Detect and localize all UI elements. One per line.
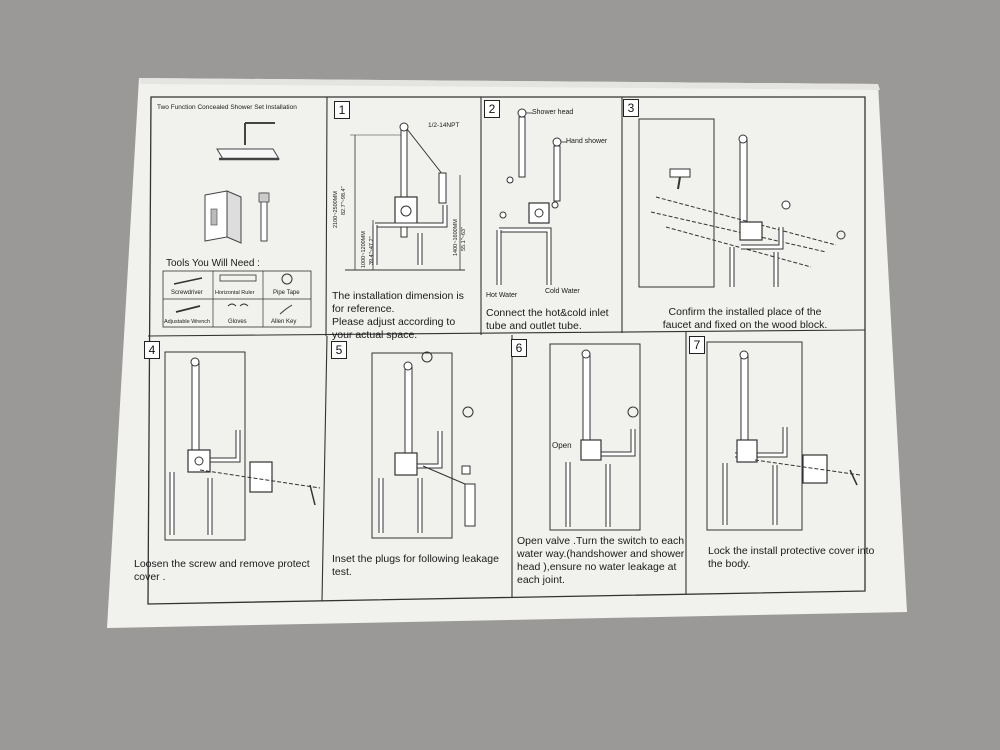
step1-dim-b-mm: 1000~1200MM bbox=[361, 231, 367, 268]
step3-fixing-diagram bbox=[638, 118, 846, 288]
step2-caption: Connect the hot&cold inlet tube and outl… bbox=[486, 307, 609, 332]
step1-dim-a-mm: 2100~2500MM bbox=[333, 191, 339, 228]
step2-connection-diagram bbox=[496, 108, 567, 285]
tool-gloves: Gloves bbox=[228, 319, 247, 325]
tool-pipe-tape: Pipe Tape bbox=[273, 290, 300, 296]
step7-caption: Lock the install protective cover into t… bbox=[708, 545, 875, 570]
step4-caption: Loosen the screw and remove protect cove… bbox=[134, 558, 310, 583]
tool-allen-key: Allen Key bbox=[271, 319, 297, 325]
step1-dim-c-in: 55.1"~63" bbox=[461, 227, 467, 251]
step1-dim-b-in: 39.4"~47.2" bbox=[369, 236, 375, 265]
step3-caption: Confirm the installed place of the fauce… bbox=[662, 306, 828, 331]
step-number-2: 2 bbox=[484, 100, 500, 118]
step-number-4: 4 bbox=[144, 341, 160, 359]
step1-thread-label: 1/2-14NPT bbox=[428, 122, 460, 129]
step5-plug-diagram bbox=[371, 351, 476, 539]
step-number-5: 5 bbox=[331, 341, 347, 359]
step-number-1: 1 bbox=[334, 101, 350, 119]
tools-heading: Tools You Will Need : bbox=[166, 258, 260, 269]
step1-dim-c-mm: 1400~1600MM bbox=[453, 219, 459, 256]
step1-dim-a-in: 82.7"~98.4" bbox=[341, 186, 347, 215]
step2-shower-head-label: Shower head bbox=[532, 109, 574, 116]
tools-table bbox=[162, 270, 312, 328]
step-number-7: 7 bbox=[689, 336, 705, 354]
step2-cold-water-label: Cold Water bbox=[545, 288, 580, 295]
tool-screwdriver: Screwdriver bbox=[171, 290, 203, 296]
step2-hand-shower-label: Hand shower bbox=[566, 138, 608, 145]
step1-caption: The installation dimension is for refere… bbox=[332, 290, 464, 341]
step5-caption: Inset the plugs for following leakage te… bbox=[332, 553, 499, 578]
tool-adjustable-wrench: Adjustable Wrench bbox=[164, 319, 211, 325]
shower-set-illustration bbox=[204, 122, 280, 244]
step-number-6: 6 bbox=[511, 339, 527, 357]
step6-water-flow-diagram bbox=[549, 343, 641, 531]
step-number-3: 3 bbox=[623, 99, 639, 117]
step4-cover-diagram bbox=[164, 351, 321, 541]
step6-open-label: Open bbox=[552, 441, 572, 450]
sheet-title: Two Function Concealed Shower Set Instal… bbox=[157, 104, 297, 111]
step6-caption: Open valve .Turn the switch to each wate… bbox=[517, 535, 685, 586]
step1-dimension-diagram bbox=[345, 122, 465, 271]
step2-hot-water-label: Hot Water bbox=[486, 292, 518, 299]
step7-cover-lock-diagram bbox=[706, 341, 861, 531]
tool-horizontal-ruler: Horizontal Ruler bbox=[215, 290, 255, 296]
